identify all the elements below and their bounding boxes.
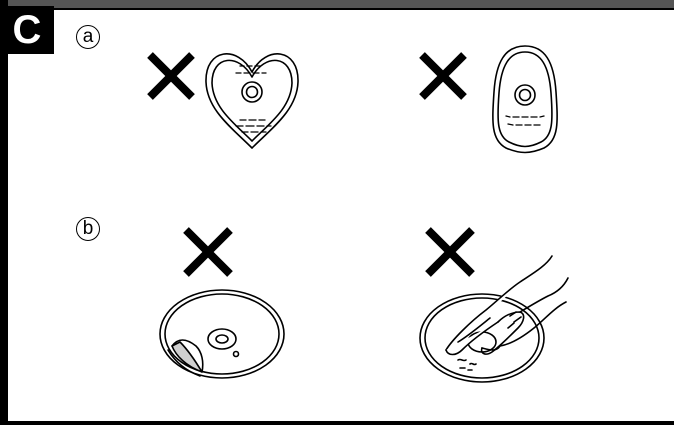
cross-mark-1 bbox=[150, 55, 192, 97]
disc-with-label-peeling bbox=[160, 290, 284, 378]
heart-shaped-disc bbox=[206, 54, 298, 148]
cross-mark-2 bbox=[422, 55, 464, 97]
cross-mark-4 bbox=[428, 230, 472, 274]
teardrop-shaped-disc bbox=[493, 46, 557, 153]
cross-mark-3 bbox=[186, 230, 230, 274]
disc-touched-by-fingers bbox=[420, 256, 568, 382]
